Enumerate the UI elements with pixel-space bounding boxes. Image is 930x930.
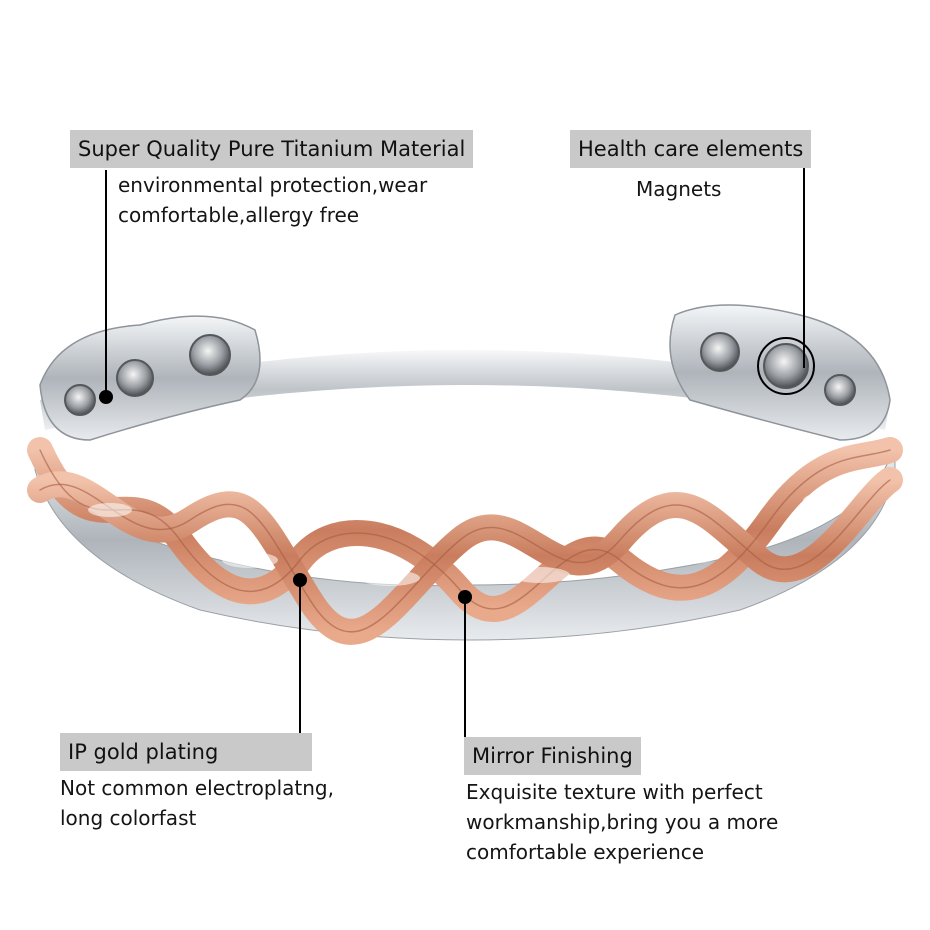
plating-leader-line [299,582,301,734]
material-description: environmental protection,wear comfortabl… [118,170,427,230]
material-leader-dot [99,390,113,404]
material-leader-line [105,170,107,396]
health-label: Health care elements [570,130,812,168]
magnet [189,334,231,376]
finish-description: Exquisite texture with perfect workmansh… [466,777,778,867]
plating-leader-dot [293,573,307,587]
plating-line-1: Not common electroplatng, [60,776,334,800]
finish-line-1: Exquisite texture with perfect [466,780,763,804]
material-line-2: comfortable,allergy free [118,203,360,227]
highlighted-magnet-ring [757,337,815,395]
bracelet-right-end [669,304,891,441]
material-line-1: environmental protection,wear [118,173,428,197]
finish-line-3: comfortable experience [466,840,705,864]
magnet [700,332,740,372]
magnet [763,343,809,389]
magnet [64,384,96,416]
finish-line-2: workmanship,bring you a more [466,810,779,834]
finish-label: Mirror Finishing [464,737,641,775]
finish-leader-line [464,600,466,738]
magnet [116,359,154,397]
material-label: Super Quality Pure Titanium Material [70,130,474,168]
rose-gold-braid [27,437,903,645]
health-line-1: Magnets [636,177,722,201]
plating-description: Not common electroplatng, long colorfast [60,773,334,833]
magnet [824,374,856,406]
health-leader-line [803,168,805,368]
finish-leader-dot [458,590,472,604]
plating-label: IP gold plating [60,733,312,771]
bracelet-left-end [39,315,261,441]
silver-highlights [88,493,847,586]
health-description: Magnets [636,174,721,204]
plating-line-2: long colorfast [60,806,197,830]
